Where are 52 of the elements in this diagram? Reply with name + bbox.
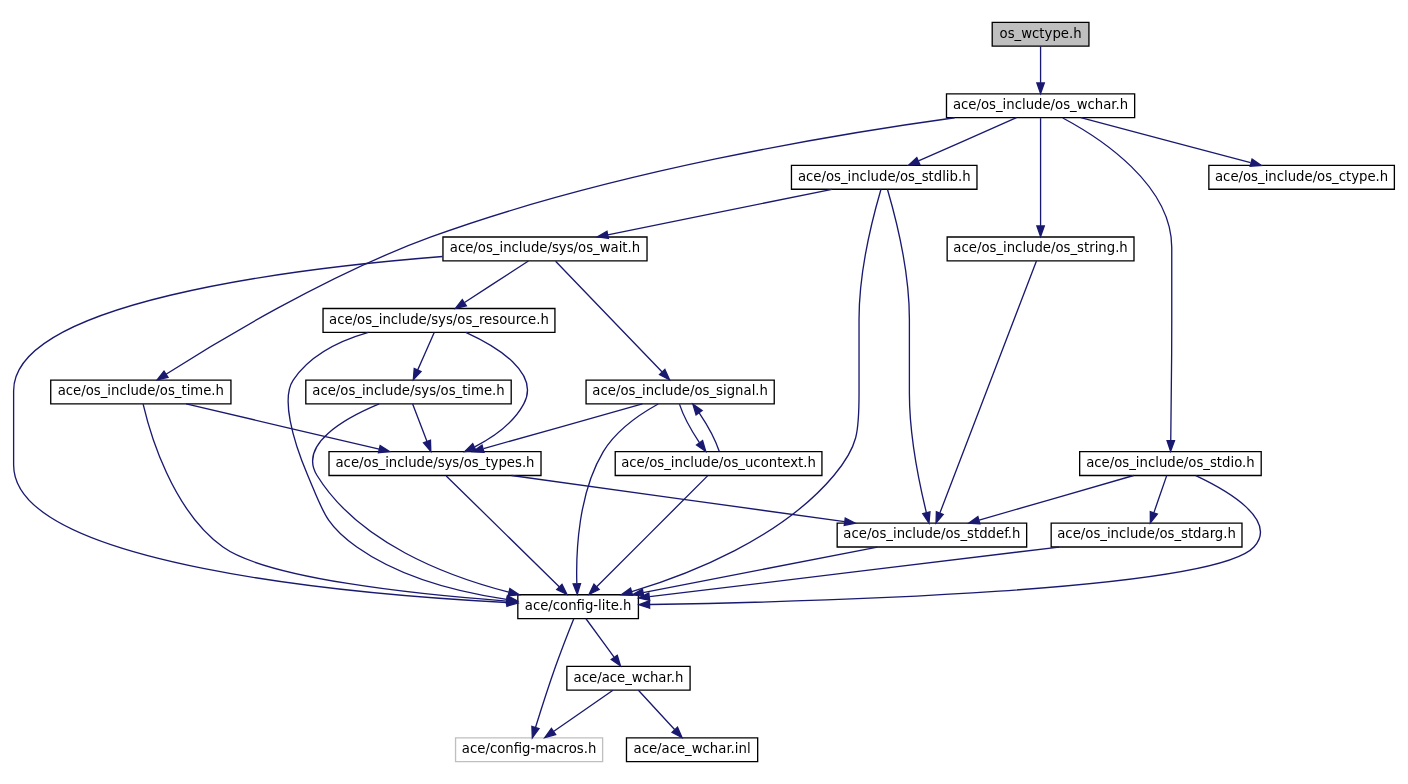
node-box: ace/os_include/os_wchar.h: [945, 93, 1136, 119]
arrow: [531, 618, 575, 740]
arrow: [678, 403, 707, 453]
arrow: [636, 546, 1060, 602]
node-box: ace/os_include/os_signal.h: [585, 379, 775, 405]
arrow: [636, 475, 1262, 610]
node-box: ace/ace_wchar.h: [566, 665, 691, 691]
arrow: [637, 689, 684, 739]
node-box: ace/os_include/sys/os_wait.h: [442, 236, 648, 262]
node-box: ace/os_include/os_time.h: [50, 379, 232, 405]
arrow: [1035, 117, 1046, 239]
node-box: ace/os_include/os_stddef.h: [836, 522, 1028, 548]
arrow: [585, 618, 622, 668]
arrow: [453, 260, 530, 310]
node-box: ace/os_include/os_string.h: [946, 236, 1135, 262]
node-box: ace/os_include/os_stdio.h: [1079, 450, 1262, 477]
node-box: ace/os_include/os_ctype.h: [1208, 164, 1396, 190]
node-box: ace/ace_wchar.inl: [625, 737, 759, 763]
node-box: os_wctype.h: [991, 21, 1090, 47]
arrow: [691, 402, 720, 452]
arrow: [1062, 117, 1176, 454]
node-box: ace/os_include/sys/os_time.h: [305, 379, 512, 405]
arrow: [1149, 474, 1168, 525]
arrow: [1035, 45, 1046, 96]
arrow: [445, 475, 569, 596]
arrow: [587, 475, 709, 596]
node-box: ace/os_include/sys/os_types.h: [328, 450, 542, 477]
arrow: [935, 260, 1038, 525]
node-box: ace/os_include/os_stdarg.h: [1050, 522, 1243, 548]
arrow: [1080, 117, 1264, 167]
node-box: ace/config-macros.h: [454, 737, 604, 763]
arrow: [411, 403, 432, 454]
arrow: [630, 546, 879, 598]
arrow: [155, 117, 956, 382]
arrow: [886, 188, 931, 525]
arrow: [311, 403, 522, 597]
arrow: [185, 403, 392, 454]
arrow: [572, 403, 659, 597]
arrow: [619, 188, 882, 597]
arrow: [595, 188, 833, 240]
arrow: [906, 117, 1018, 167]
arrow: [470, 403, 644, 454]
arrow: [462, 331, 529, 453]
arrow: [966, 474, 1135, 525]
arrow: [543, 689, 614, 739]
arrow: [554, 260, 671, 382]
node-box: ace/os_include/os_stdlib.h: [790, 164, 978, 190]
node-box: ace/os_include/sys/os_resource.h: [322, 307, 556, 334]
arrow: [510, 474, 858, 527]
node-box: ace/config-lite.h: [517, 594, 640, 620]
arrow: [412, 331, 435, 382]
node-box: ace/os_include/os_ucontext.h: [614, 450, 823, 477]
